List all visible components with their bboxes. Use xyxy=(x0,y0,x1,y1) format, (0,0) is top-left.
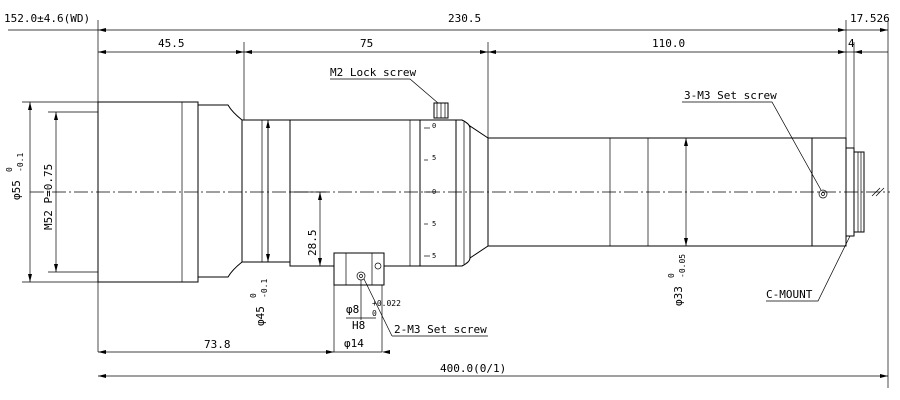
dim-front-diameter-tol-lower: -0.1 xyxy=(16,153,25,172)
dim-mid-diameter: φ45 xyxy=(254,306,267,326)
scale-mark-4: 5 xyxy=(432,220,436,228)
rear-ring xyxy=(455,119,471,267)
dim-pin-tol-lower: 0 xyxy=(372,309,377,318)
dim-pin-fit: H8 xyxy=(352,319,365,332)
dim-pin-tol-upper: +0.022 xyxy=(372,299,401,308)
callout-clamp-set-screw: 2-M3 Set screw xyxy=(394,323,487,336)
dim-clamp-diameter: φ14 xyxy=(344,337,364,350)
dim-mid-diameter-tol-lower: -0.1 xyxy=(260,279,269,298)
dim-rear-diameter: φ33 xyxy=(672,286,685,306)
dim-front-diameter-group: φ55 0 -0.1 xyxy=(5,153,25,200)
dim-mid-diameter-tol-upper: 0 xyxy=(249,293,258,298)
focus-clamp xyxy=(333,252,385,286)
dim-middle-section: 75 xyxy=(360,37,373,50)
dim-flange-distance: 17.526 xyxy=(850,12,890,25)
neck xyxy=(241,119,291,263)
scale-mark-1: 0 xyxy=(432,122,436,130)
dim-rear-diameter-group: φ33 0 -0.05 xyxy=(667,254,687,306)
dim-total-lens-length: 230.5 xyxy=(448,12,481,25)
scale-ring xyxy=(419,119,457,267)
dim-pin-hole: φ8 xyxy=(346,303,359,316)
dim-overall-length: 400.0(0/1) xyxy=(440,362,506,375)
middle-body xyxy=(289,119,421,267)
scale-ring-marks: 0 5 0 5 5 xyxy=(424,122,436,260)
dim-mount-length: 4 xyxy=(848,37,855,50)
callout-c-mount: C-MOUNT xyxy=(766,288,813,301)
dim-filter-thread: M52 P=0.75 xyxy=(42,164,55,230)
dim-clamp-height: 28.5 xyxy=(306,230,319,257)
callout-lock-screw: M2 Lock screw xyxy=(330,66,416,79)
dim-front-section: 45.5 xyxy=(158,37,185,50)
rear-set-screw-icon xyxy=(818,189,828,199)
dim-front-diameter: φ55 xyxy=(10,180,23,200)
scale-mark-5: 5 xyxy=(432,252,436,260)
scale-mark-3: 0 xyxy=(432,188,436,196)
dim-mid-diameter-group: φ45 0 -0.1 xyxy=(249,279,269,326)
callout-rear-set-screw: 3-M3 Set screw xyxy=(684,89,777,102)
extension-lines xyxy=(22,20,889,388)
scale-mark-2: 5 xyxy=(432,154,436,162)
dim-front-diameter-tol-upper: 0 xyxy=(5,167,14,172)
dim-rear-section: 110.0 xyxy=(652,37,685,50)
dim-working-distance: 152.0±4.6(WD) xyxy=(4,12,90,25)
lens-outline xyxy=(97,101,865,286)
arrowheads xyxy=(28,28,888,378)
front-taper xyxy=(197,104,243,278)
leader-lines xyxy=(330,78,851,337)
dim-clamp-position: 73.8 xyxy=(204,338,231,351)
dim-rear-diameter-tol-upper: 0 xyxy=(667,273,676,278)
dim-rear-diameter-tol-lower: -0.05 xyxy=(678,254,687,278)
